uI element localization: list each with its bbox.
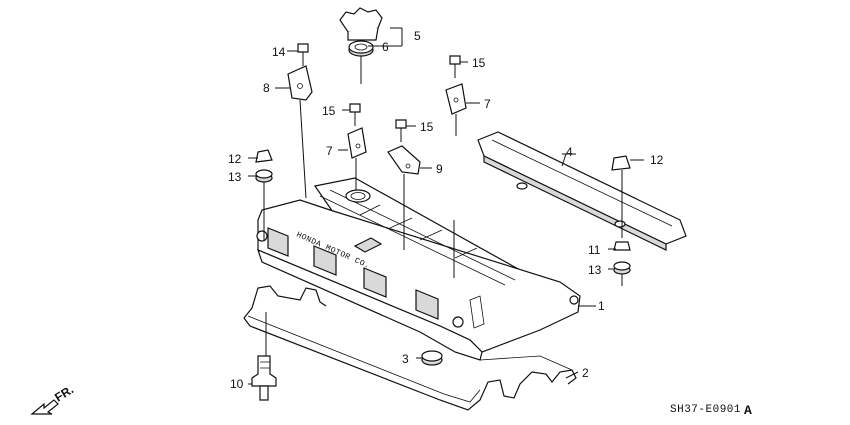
cap-nut-12-right — [611, 155, 631, 171]
callout-8: 8 — [263, 81, 270, 95]
diagram-revision: A — [744, 403, 752, 418]
bolt-14 — [297, 43, 309, 66]
callout-5: 5 — [414, 29, 421, 43]
callout-1: 1 — [598, 299, 605, 313]
cap-nut-12-left — [255, 149, 273, 163]
bracket-9 — [387, 145, 421, 175]
diagram-code: SH37-E0901 A — [670, 403, 752, 418]
callout-11: 11 — [588, 243, 601, 257]
callout-2: 2 — [582, 366, 589, 380]
bracket-7-left — [347, 127, 367, 159]
head-cover-gasket — [243, 285, 577, 411]
callout-10: 10 — [230, 377, 244, 391]
bolt-15-right — [395, 119, 407, 142]
seal-washer-13-left — [255, 169, 273, 183]
callout-12-right: 12 — [650, 153, 664, 167]
washer-11 — [613, 241, 631, 251]
callout-labels: 1 2 3 4 5 6 7 7 8 9 10 11 12 12 13 13 14… — [228, 29, 664, 391]
callout-14: 14 — [272, 45, 286, 59]
callout-15-top: 15 — [472, 56, 486, 70]
bracket-7-right — [445, 83, 467, 115]
callout-4: 4 — [566, 145, 573, 159]
callout-6: 6 — [382, 40, 389, 54]
callout-13-left: 13 — [228, 170, 242, 184]
callout-9: 9 — [436, 162, 443, 176]
callout-15-right: 15 — [420, 120, 434, 134]
callout-3: 3 — [402, 352, 409, 366]
callout-12-left: 12 — [228, 152, 242, 166]
callout-13-right: 13 — [588, 263, 602, 277]
callout-7-right: 7 — [484, 97, 491, 111]
bolt-15-middle — [349, 103, 361, 126]
coil-cover — [477, 131, 687, 251]
diagram-code-text: SH37-E0901 — [670, 404, 741, 416]
bracket-8 — [287, 65, 313, 101]
bolt-15-top — [449, 55, 461, 78]
front-direction-arrow: FR. — [30, 382, 76, 415]
leader-lines — [248, 27, 644, 385]
callout-7-left: 7 — [326, 144, 333, 158]
stud-bolt-10 — [251, 355, 277, 401]
callout-15-middle: 15 — [322, 104, 336, 118]
oil-filler-cap-gasket — [348, 40, 374, 57]
cylinder-head-cover: HONDA MOTOR CO. — [256, 177, 581, 361]
seal-washer-13-right — [613, 261, 631, 275]
grommet-part-3 — [421, 350, 443, 366]
oil-filler-cap — [339, 7, 383, 41]
